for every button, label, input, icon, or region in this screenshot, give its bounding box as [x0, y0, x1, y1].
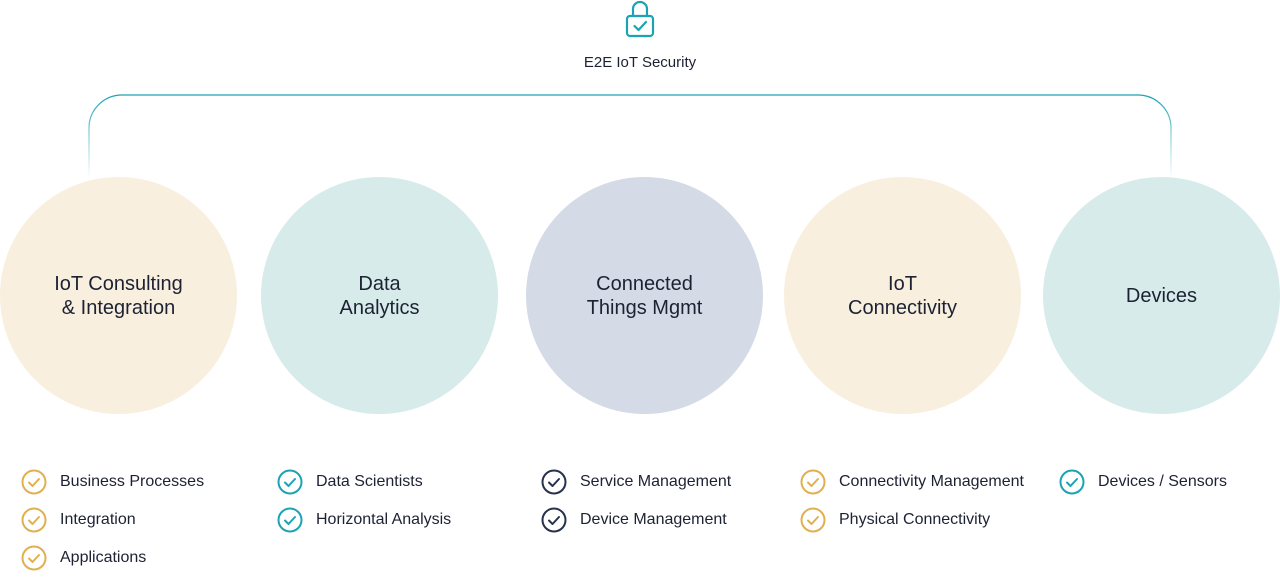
list-item: Integration	[21, 501, 204, 539]
item-label: Horizontal Analysis	[316, 511, 452, 528]
check-circle-icon	[541, 469, 567, 495]
security-title: E2E IoT Security	[583, 54, 697, 71]
check-circle-icon	[800, 507, 826, 533]
check-circle-icon	[21, 469, 47, 495]
pillar-label: Data Analytics	[339, 272, 420, 319]
pillar-label: IoT Consulting & Integration	[54, 272, 183, 319]
list-devices: Devices / Sensors	[1059, 463, 1227, 501]
item-label: Business Processes	[60, 473, 205, 490]
list-item: Physical Connectivity	[800, 501, 1024, 539]
list-item: Data Scientists	[277, 463, 451, 501]
check-circle-icon	[541, 507, 567, 533]
list-item: Devices / Sensors	[1059, 463, 1227, 501]
check-circle-icon	[1059, 469, 1085, 495]
check-circle-icon	[800, 469, 826, 495]
pillar-data-analytics: Data Analytics	[261, 177, 498, 414]
pillar-label: IoT Connectivity	[848, 272, 957, 319]
lock-check-icon	[625, 0, 655, 38]
item-label: Physical Connectivity	[839, 511, 991, 528]
check-circle-icon	[277, 469, 303, 495]
list-item: Connectivity Management	[800, 463, 1024, 501]
pillar-iot-consulting: IoT Consulting & Integration	[0, 177, 237, 414]
check-circle-icon	[21, 545, 47, 571]
pillar-devices: Devices	[1043, 177, 1280, 414]
check-circle-icon	[21, 507, 47, 533]
list-item: Horizontal Analysis	[277, 501, 451, 539]
item-label: Devices / Sensors	[1098, 473, 1227, 490]
pillar-connected-things: Connected Things Mgmt	[526, 177, 763, 414]
item-label: Integration	[60, 511, 136, 528]
item-label: Data Scientists	[316, 473, 423, 490]
check-circle-icon	[277, 507, 303, 533]
list-iot-consulting: Business Processes Integration Applicati…	[21, 463, 204, 577]
pillar-label: Connected Things Mgmt	[586, 272, 703, 319]
list-iot-connectivity: Connectivity Management Physical Connect…	[800, 463, 1024, 539]
list-item: Business Processes	[21, 463, 204, 501]
list-item: Device Management	[541, 501, 731, 539]
list-item: Applications	[21, 539, 204, 577]
item-label: Applications	[60, 549, 147, 566]
list-item: Service Management	[541, 463, 731, 501]
security-bracket	[88, 94, 1172, 179]
pillar-label: Devices	[1125, 284, 1198, 307]
item-label: Device Management	[580, 511, 727, 528]
list-data-analytics: Data Scientists Horizontal Analysis	[277, 463, 451, 539]
item-label: Service Management	[580, 473, 732, 490]
pillar-iot-connectivity: IoT Connectivity	[784, 177, 1021, 414]
item-label: Connectivity Management	[839, 473, 1024, 490]
list-connected-things: Service Management Device Management	[541, 463, 731, 539]
